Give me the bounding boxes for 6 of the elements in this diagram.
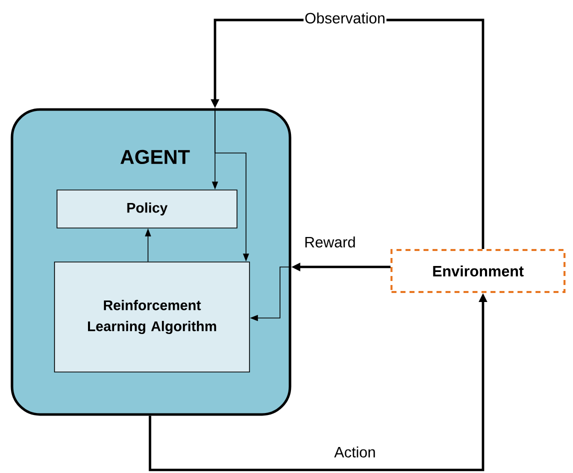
edge-label: Reward — [303, 235, 357, 248]
edge-label: Action — [333, 445, 377, 458]
process-box: Reinforcement Learning Algorithm — [54, 262, 250, 372]
environment-box: Environment — [390, 248, 566, 293]
process-box: Policy — [56, 190, 238, 228]
edge-label: Observation — [304, 11, 386, 24]
